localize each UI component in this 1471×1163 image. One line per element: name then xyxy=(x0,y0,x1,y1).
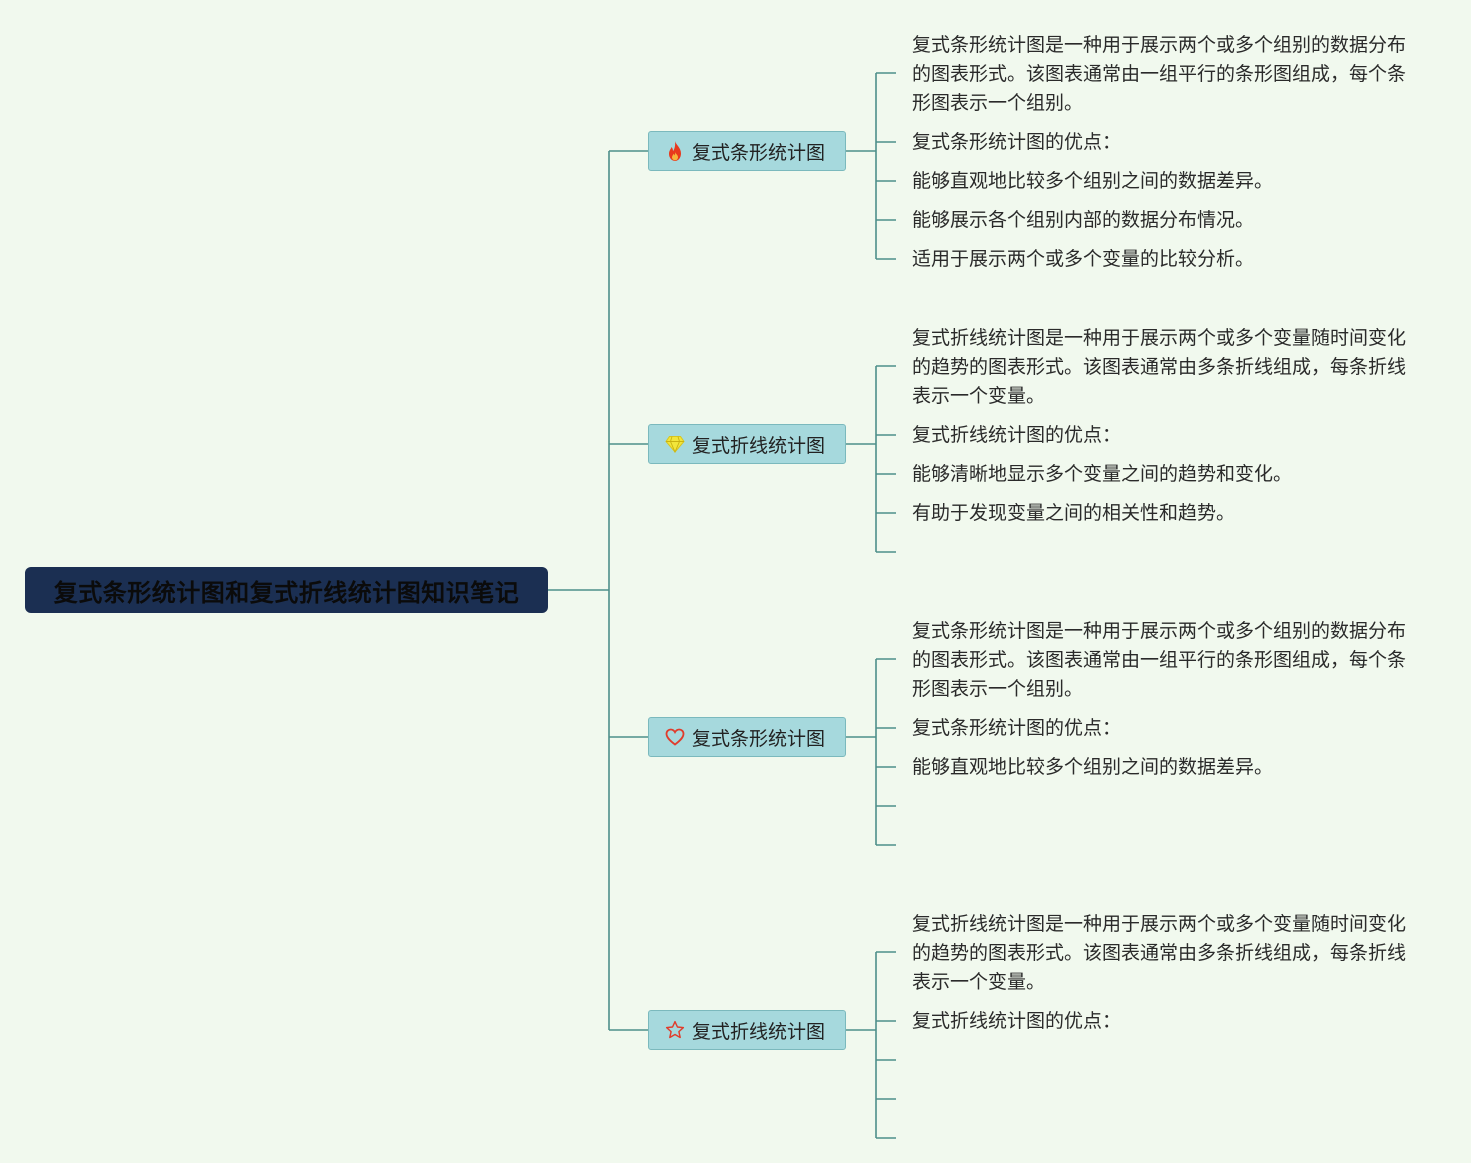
leaf-topic[interactable]: 复式条形统计图的优点： xyxy=(912,131,1122,153)
gem-icon xyxy=(665,433,685,455)
leaf-topic[interactable]: 复式折线统计图的优点： xyxy=(912,1010,1122,1032)
leaf-topic[interactable]: 复式折线统计图的优点： xyxy=(912,424,1122,446)
branch-topic-label: 复式折线统计图 xyxy=(692,1020,826,1043)
branch-topic-label: 复式折线统计图 xyxy=(692,434,826,457)
leaf-topic[interactable]: 能够直观地比较多个组别之间的数据差异。 xyxy=(912,170,1274,192)
leaf-topic[interactable]: 有助于发现变量之间的相关性和趋势。 xyxy=(912,502,1236,524)
root-topic-title: 复式条形统计图和复式折线统计图知识笔记 xyxy=(53,578,520,607)
root-topic[interactable]: 复式条形统计图和复式折线统计图知识笔记 xyxy=(25,567,548,613)
branch-topic-label: 复式条形统计图 xyxy=(692,141,826,164)
leaf-topic[interactable]: 适用于展示两个或多个变量的比较分析。 xyxy=(912,248,1255,270)
branch-topic-3[interactable]: 复式条形统计图 xyxy=(648,717,846,757)
leaf-topic[interactable]: 复式条形统计图是一种用于展示两个或多个组别的数据分布的图表形式。该图表通常由一组… xyxy=(912,34,1407,114)
leaf-topic[interactable]: 复式条形统计图的优点： xyxy=(912,717,1122,739)
leaf-topic[interactable]: 复式折线统计图是一种用于展示两个或多个变量随时间变化的趋势的图表形式。该图表通常… xyxy=(912,913,1407,993)
heart-icon xyxy=(665,726,685,748)
leaf-topic[interactable]: 能够清晰地显示多个变量之间的趋势和变化。 xyxy=(912,463,1293,485)
star-icon xyxy=(665,1019,685,1041)
branch-topic-1[interactable]: 复式条形统计图 xyxy=(648,131,846,171)
branch-topic-label: 复式条形统计图 xyxy=(692,727,826,750)
leaf-topic[interactable]: 能够展示各个组别内部的数据分布情况。 xyxy=(912,209,1255,231)
branch-topic-4[interactable]: 复式折线统计图 xyxy=(648,1010,846,1050)
leaf-topic[interactable]: 复式折线统计图是一种用于展示两个或多个变量随时间变化的趋势的图表形式。该图表通常… xyxy=(912,327,1407,407)
fire-icon xyxy=(665,140,685,162)
leaf-topic[interactable]: 能够直观地比较多个组别之间的数据差异。 xyxy=(912,756,1274,778)
leaf-topic[interactable]: 复式条形统计图是一种用于展示两个或多个组别的数据分布的图表形式。该图表通常由一组… xyxy=(912,620,1407,700)
branch-topic-2[interactable]: 复式折线统计图 xyxy=(648,424,846,464)
